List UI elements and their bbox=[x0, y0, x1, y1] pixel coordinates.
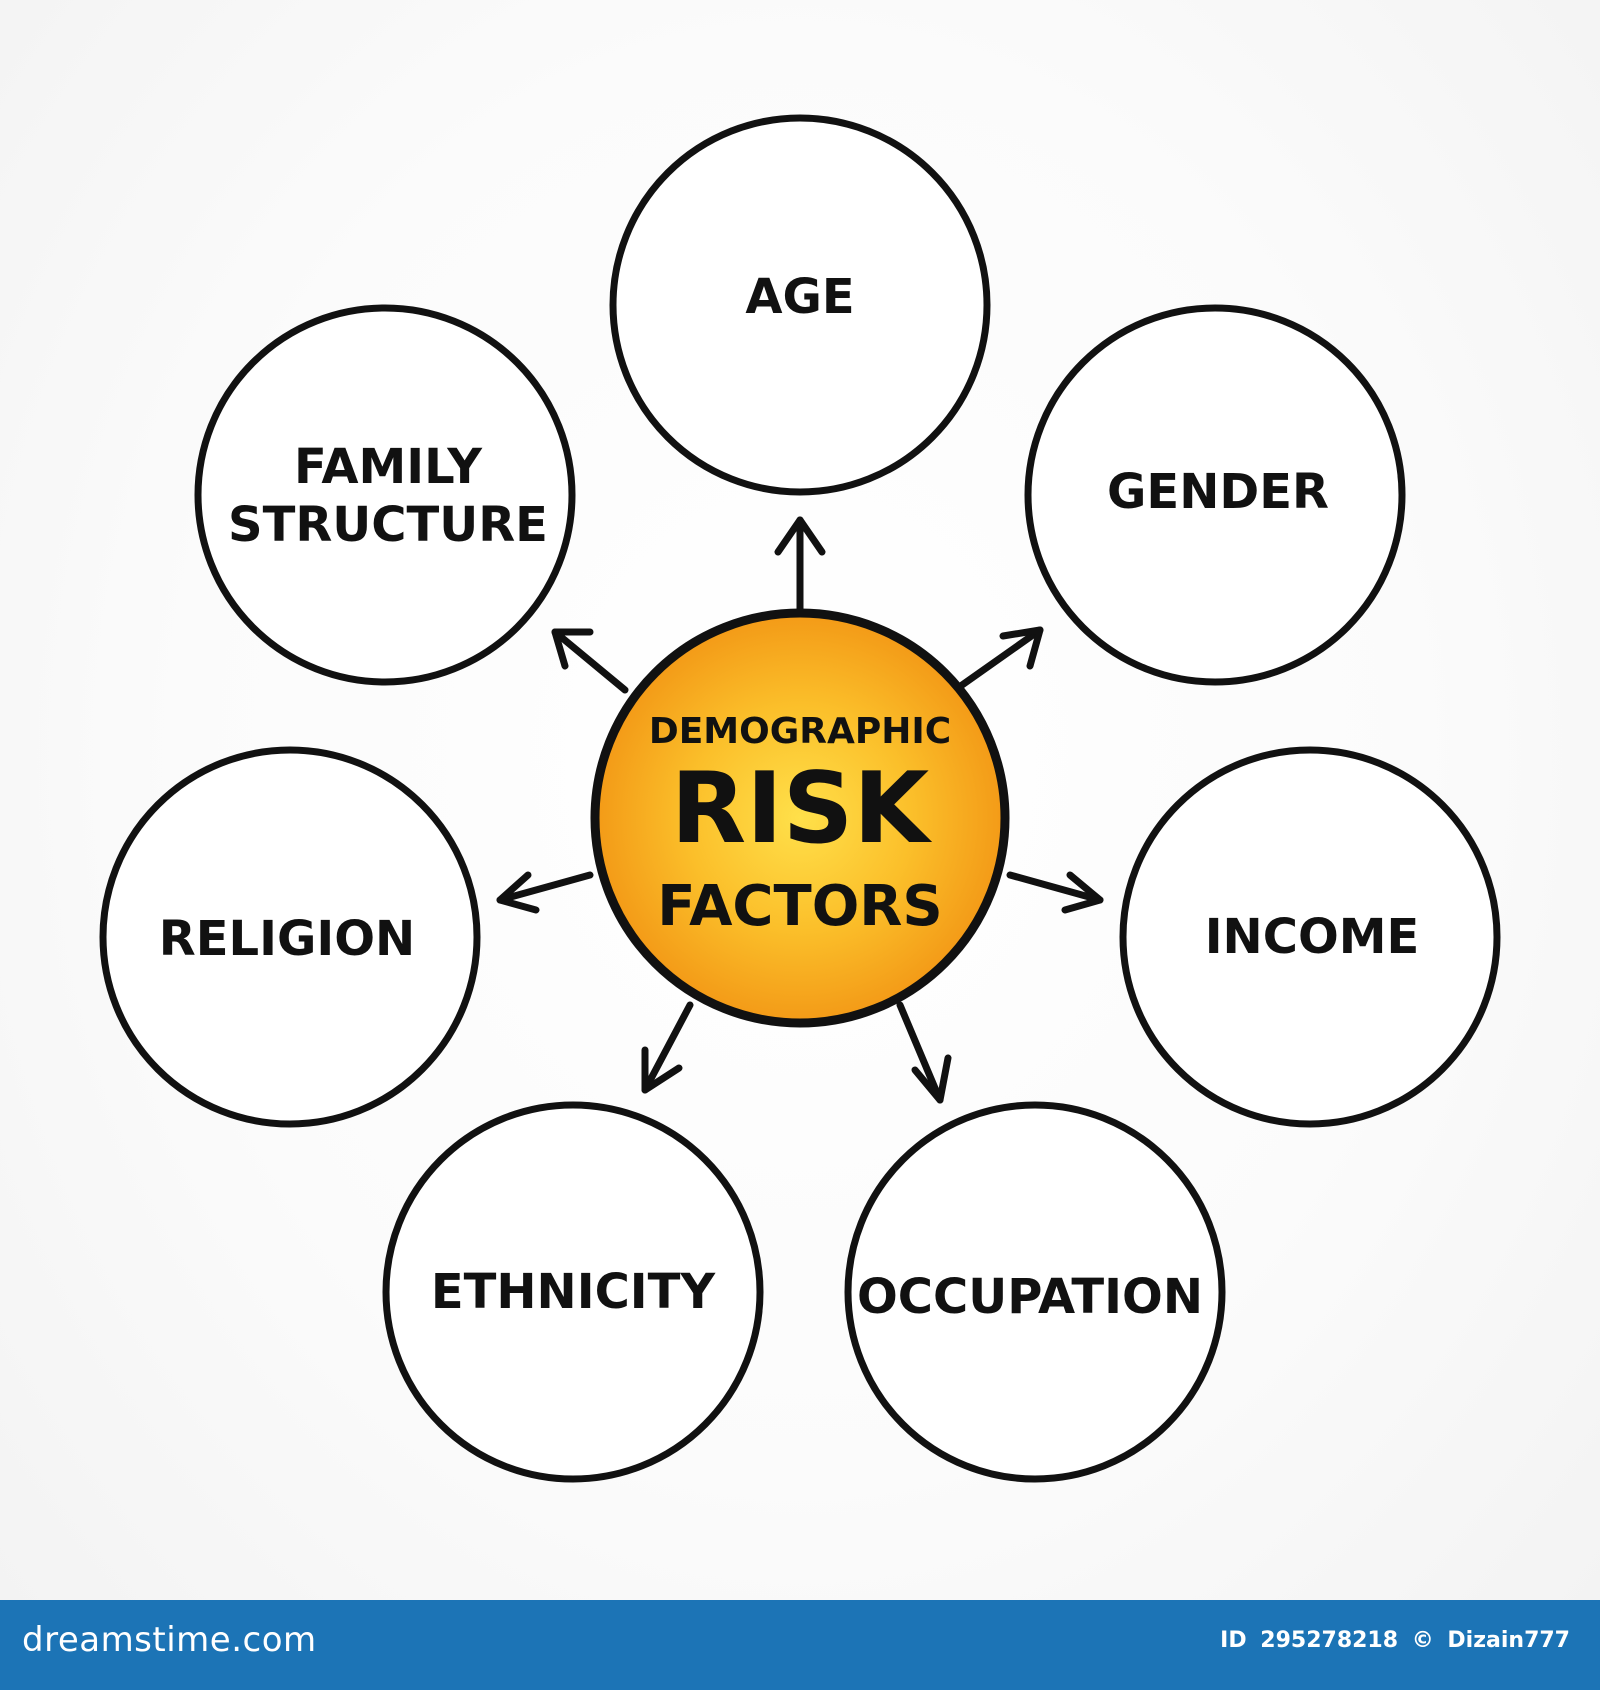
node-label-gender: GENDER bbox=[1107, 464, 1329, 520]
center-label-factors: FACTORS bbox=[657, 874, 943, 939]
arrow-to-income bbox=[1006, 871, 1104, 914]
arrow-to-family-structure bbox=[551, 628, 629, 694]
node-circle-religion bbox=[99, 746, 481, 1128]
node-circle-ethnicity bbox=[382, 1101, 764, 1483]
node-label-ethnicity: ETHNICITY bbox=[431, 1264, 717, 1320]
node-label-religion: RELIGION bbox=[159, 911, 415, 967]
center-circle bbox=[590, 608, 1010, 1028]
arrow-to-age bbox=[774, 516, 826, 619]
node-circle-occupation bbox=[844, 1101, 1226, 1483]
footer-id-value: 295278218 bbox=[1260, 1628, 1399, 1653]
outer-circles bbox=[99, 114, 1501, 1483]
footer-copyright-symbol: © bbox=[1411, 1628, 1434, 1653]
node-circle-age bbox=[609, 114, 991, 496]
node-label-family: FAMILY bbox=[294, 439, 483, 495]
node-circle-family-structure bbox=[194, 304, 576, 686]
node-circle-income bbox=[1119, 746, 1501, 1128]
footer-id-label: ID bbox=[1220, 1628, 1247, 1653]
footer-bar: dreamstime.com ID 295278218 © Dizain777 bbox=[0, 1600, 1600, 1690]
arrow-to-ethnicity bbox=[641, 1001, 694, 1094]
footer-site-logo[interactable]: dreamstime.com bbox=[22, 1620, 317, 1660]
node-label-occupation: OCCUPATION bbox=[857, 1269, 1203, 1325]
node-label-income: INCOME bbox=[1205, 909, 1420, 965]
connector-arrows bbox=[496, 516, 1104, 1104]
node-label-structure: STRUCTURE bbox=[228, 497, 548, 553]
footer-author: Dizain777 bbox=[1447, 1628, 1570, 1653]
node-label-age: AGE bbox=[745, 269, 854, 325]
arrow-to-religion bbox=[496, 871, 594, 914]
mind-map-diagram: AGE GENDER INCOME OCCUPATION ETHNICITY R… bbox=[99, 114, 1501, 1483]
arrow-to-occupation bbox=[896, 1001, 952, 1104]
footer-credit: ID 295278218 © Dizain777 bbox=[1214, 1628, 1570, 1653]
arrow-to-gender bbox=[951, 626, 1044, 694]
center-label-demographic: DEMOGRAPHIC bbox=[649, 711, 951, 752]
center-label-risk: RISK bbox=[671, 752, 933, 866]
node-circle-gender bbox=[1024, 304, 1406, 686]
